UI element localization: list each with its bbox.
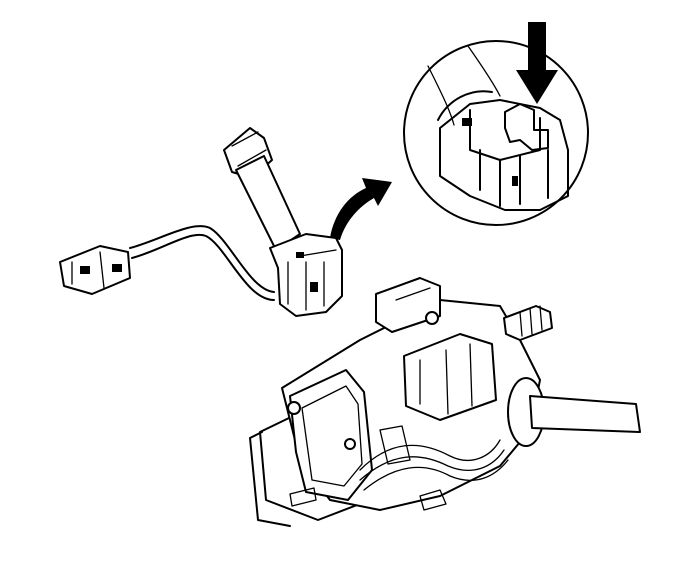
harness-wire — [131, 233, 275, 301]
left-connector-edge — [99, 251, 105, 289]
lever-ring — [237, 149, 267, 167]
left-connector-body — [59, 245, 131, 295]
lower-tab — [289, 487, 317, 507]
mount-hole — [287, 401, 301, 415]
module-edge — [445, 349, 449, 415]
lower-tab — [419, 489, 447, 511]
harness-clip — [379, 425, 411, 465]
bracket-bolt — [425, 311, 439, 325]
inset-edge-line — [467, 45, 501, 97]
module-edge — [469, 343, 473, 407]
left-connector-terminal — [80, 266, 90, 274]
harness-wire — [129, 225, 275, 293]
column-tube-outer — [249, 431, 291, 527]
switch-terminal — [296, 252, 304, 258]
upper-bracket — [375, 277, 441, 333]
upper-bracket-edge — [395, 287, 431, 301]
inset-edge-line — [427, 65, 455, 126]
column-flange-inner — [301, 385, 363, 487]
switch-body-edge — [299, 249, 337, 257]
inset-terminal — [462, 118, 472, 126]
lever-ring — [231, 131, 259, 147]
column-harness — [363, 459, 509, 491]
column-harness — [359, 449, 505, 481]
curved-callout-arrow — [330, 178, 392, 240]
switch-wiring-connector — [59, 225, 275, 301]
column-switch-module — [403, 333, 497, 421]
multifunction-switch — [223, 127, 343, 317]
curved-arrow-shape — [330, 178, 392, 240]
switch-terminal — [310, 282, 318, 292]
spline-line — [529, 307, 533, 335]
left-connector-terminal — [112, 264, 122, 272]
mount-hole — [344, 438, 356, 450]
shaft-spline — [503, 305, 553, 341]
inset-connector-body — [439, 99, 569, 211]
detail-inset-circle — [403, 40, 589, 226]
steering-column — [249, 277, 641, 527]
inset-latch-tab — [504, 103, 549, 151]
press-down-arrow — [516, 22, 558, 104]
opposite-lever-shaft — [529, 395, 641, 433]
inset-terminal — [512, 176, 518, 186]
lever-shaft — [235, 155, 301, 251]
spline-line — [539, 305, 543, 331]
detail-inset — [403, 22, 589, 226]
spline-line — [519, 311, 523, 337]
inset-lever-arc — [437, 90, 493, 121]
